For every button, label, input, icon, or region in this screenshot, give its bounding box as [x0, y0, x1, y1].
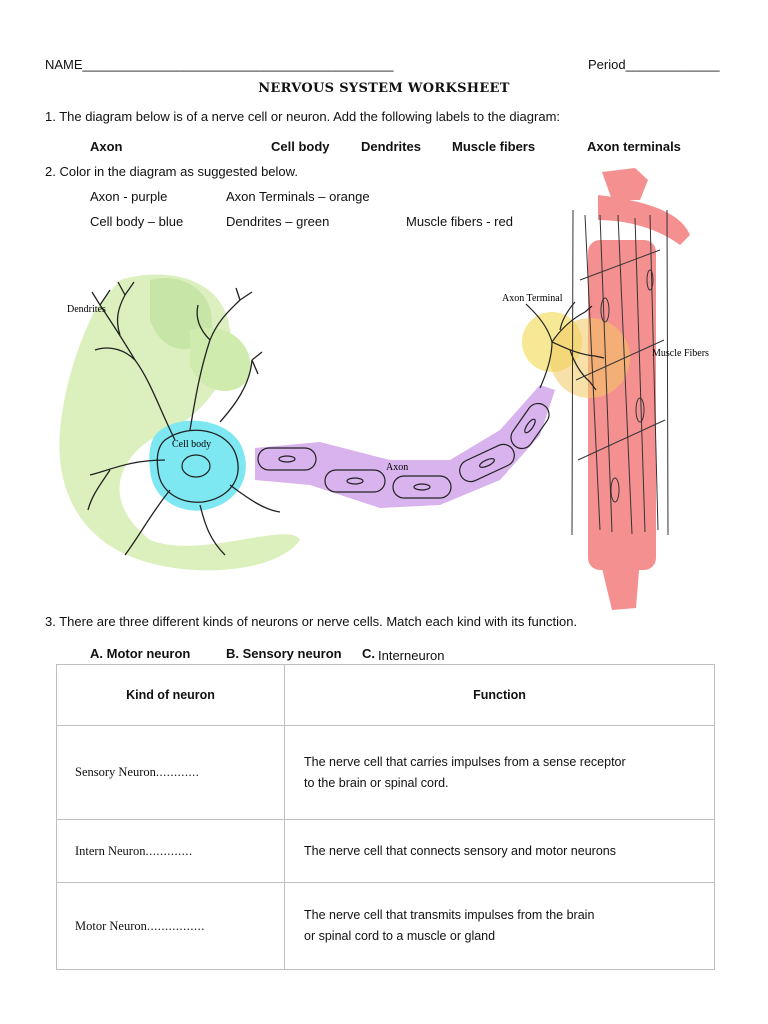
question-3-prompt: 3. There are three different kinds of ne…	[45, 614, 578, 629]
axon-coloring	[255, 385, 555, 508]
function-line: to the brain or spinal cord.	[304, 775, 449, 790]
diagram-label-muscle-fibers: Muscle Fibers	[652, 348, 709, 359]
name-field[interactable]: NAME____________________________________…	[45, 57, 394, 72]
table-row: Intern Neuron............. The nerve cel…	[56, 819, 715, 883]
answer-text: Intern Neuron	[75, 843, 146, 858]
period-field[interactable]: Period_____________	[588, 57, 720, 72]
label-option-cell-body: Cell body	[271, 139, 330, 154]
question-1-prompt: 1. The diagram below is of a nerve cell …	[45, 109, 561, 124]
answer-text: Sensory Neuron	[75, 765, 156, 779]
muscle-fibers-drawing	[571, 209, 669, 536]
axon-terminal-drawing	[525, 301, 605, 391]
function-line: or spinal cord to a muscle or gland	[304, 929, 496, 943]
neuron-diagram: Dendrites Cell body Axon Axon Terminal M…	[59, 168, 709, 610]
color-muscle-fibers: Muscle fibers - red	[406, 214, 513, 229]
label-option-axon: Axon	[90, 139, 123, 154]
table-header-row: Kind of neuron Function	[56, 664, 715, 726]
label-option-axon-terminals: Axon terminals	[587, 139, 681, 154]
option-c-letter: C.	[362, 646, 375, 661]
diagram-label-dendrites: Dendrites	[67, 304, 106, 315]
function-line: The nerve cell that transmits impulses f…	[304, 908, 595, 922]
answer-text: Motor Neuron	[75, 918, 147, 933]
function-cell: The nerve cell that connects sensory and…	[284, 819, 715, 883]
answer-cell[interactable]: Sensory Neuron............	[56, 725, 285, 820]
axon-terminal-coloring-2	[550, 318, 630, 398]
color-dendrites: Dendrites – green	[226, 214, 330, 229]
color-axon-terminals: Axon Terminals – orange	[226, 189, 370, 204]
axon-drawing	[257, 341, 553, 499]
answer-cell[interactable]: Motor Neuron................	[56, 882, 285, 970]
color-cell-body: Cell body – blue	[90, 214, 184, 229]
color-axon: Axon - purple	[90, 189, 168, 204]
function-cell: The nerve cell that transmits impulses f…	[284, 882, 715, 970]
label-option-muscle-fibers: Muscle fibers	[452, 139, 536, 154]
function-cell: The nerve cell that carries impulses fro…	[284, 725, 715, 820]
cell-body-drawing	[156, 429, 239, 503]
table-row: Sensory Neuron............ The nerve cel…	[56, 725, 715, 820]
table-row: Motor Neuron................ The nerve c…	[56, 882, 715, 970]
question-2-prompt: 2. Color in the diagram as suggested bel…	[45, 164, 298, 179]
cell-body-coloring	[149, 420, 246, 511]
diagram-label-axon: Axon	[386, 462, 408, 473]
header-function: Function	[284, 664, 715, 726]
label-option-dendrites: Dendrites	[361, 139, 421, 154]
option-motor-neuron: A. Motor neuron	[90, 646, 191, 661]
header-kind-of-neuron: Kind of neuron	[56, 664, 285, 726]
worksheet-title: NERVOUS SYSTEM WORKSHEET	[258, 81, 510, 96]
diagram-label-axon-terminal: Axon Terminal	[502, 293, 563, 304]
neuron-match-table: Kind of neuron Function Sensory Neuron..…	[56, 664, 715, 970]
option-interneuron: Interneuron	[378, 648, 445, 663]
dendrites-drawing	[87, 281, 281, 556]
function-line: The nerve cell that carries impulses fro…	[304, 754, 626, 769]
nucleus	[181, 454, 211, 478]
function-line: The nerve cell that connects sensory and…	[304, 843, 616, 858]
diagram-label-cell-body: Cell body	[172, 439, 211, 450]
option-sensory-neuron: B. Sensory neuron	[226, 646, 342, 661]
answer-cell[interactable]: Intern Neuron.............	[56, 819, 285, 883]
